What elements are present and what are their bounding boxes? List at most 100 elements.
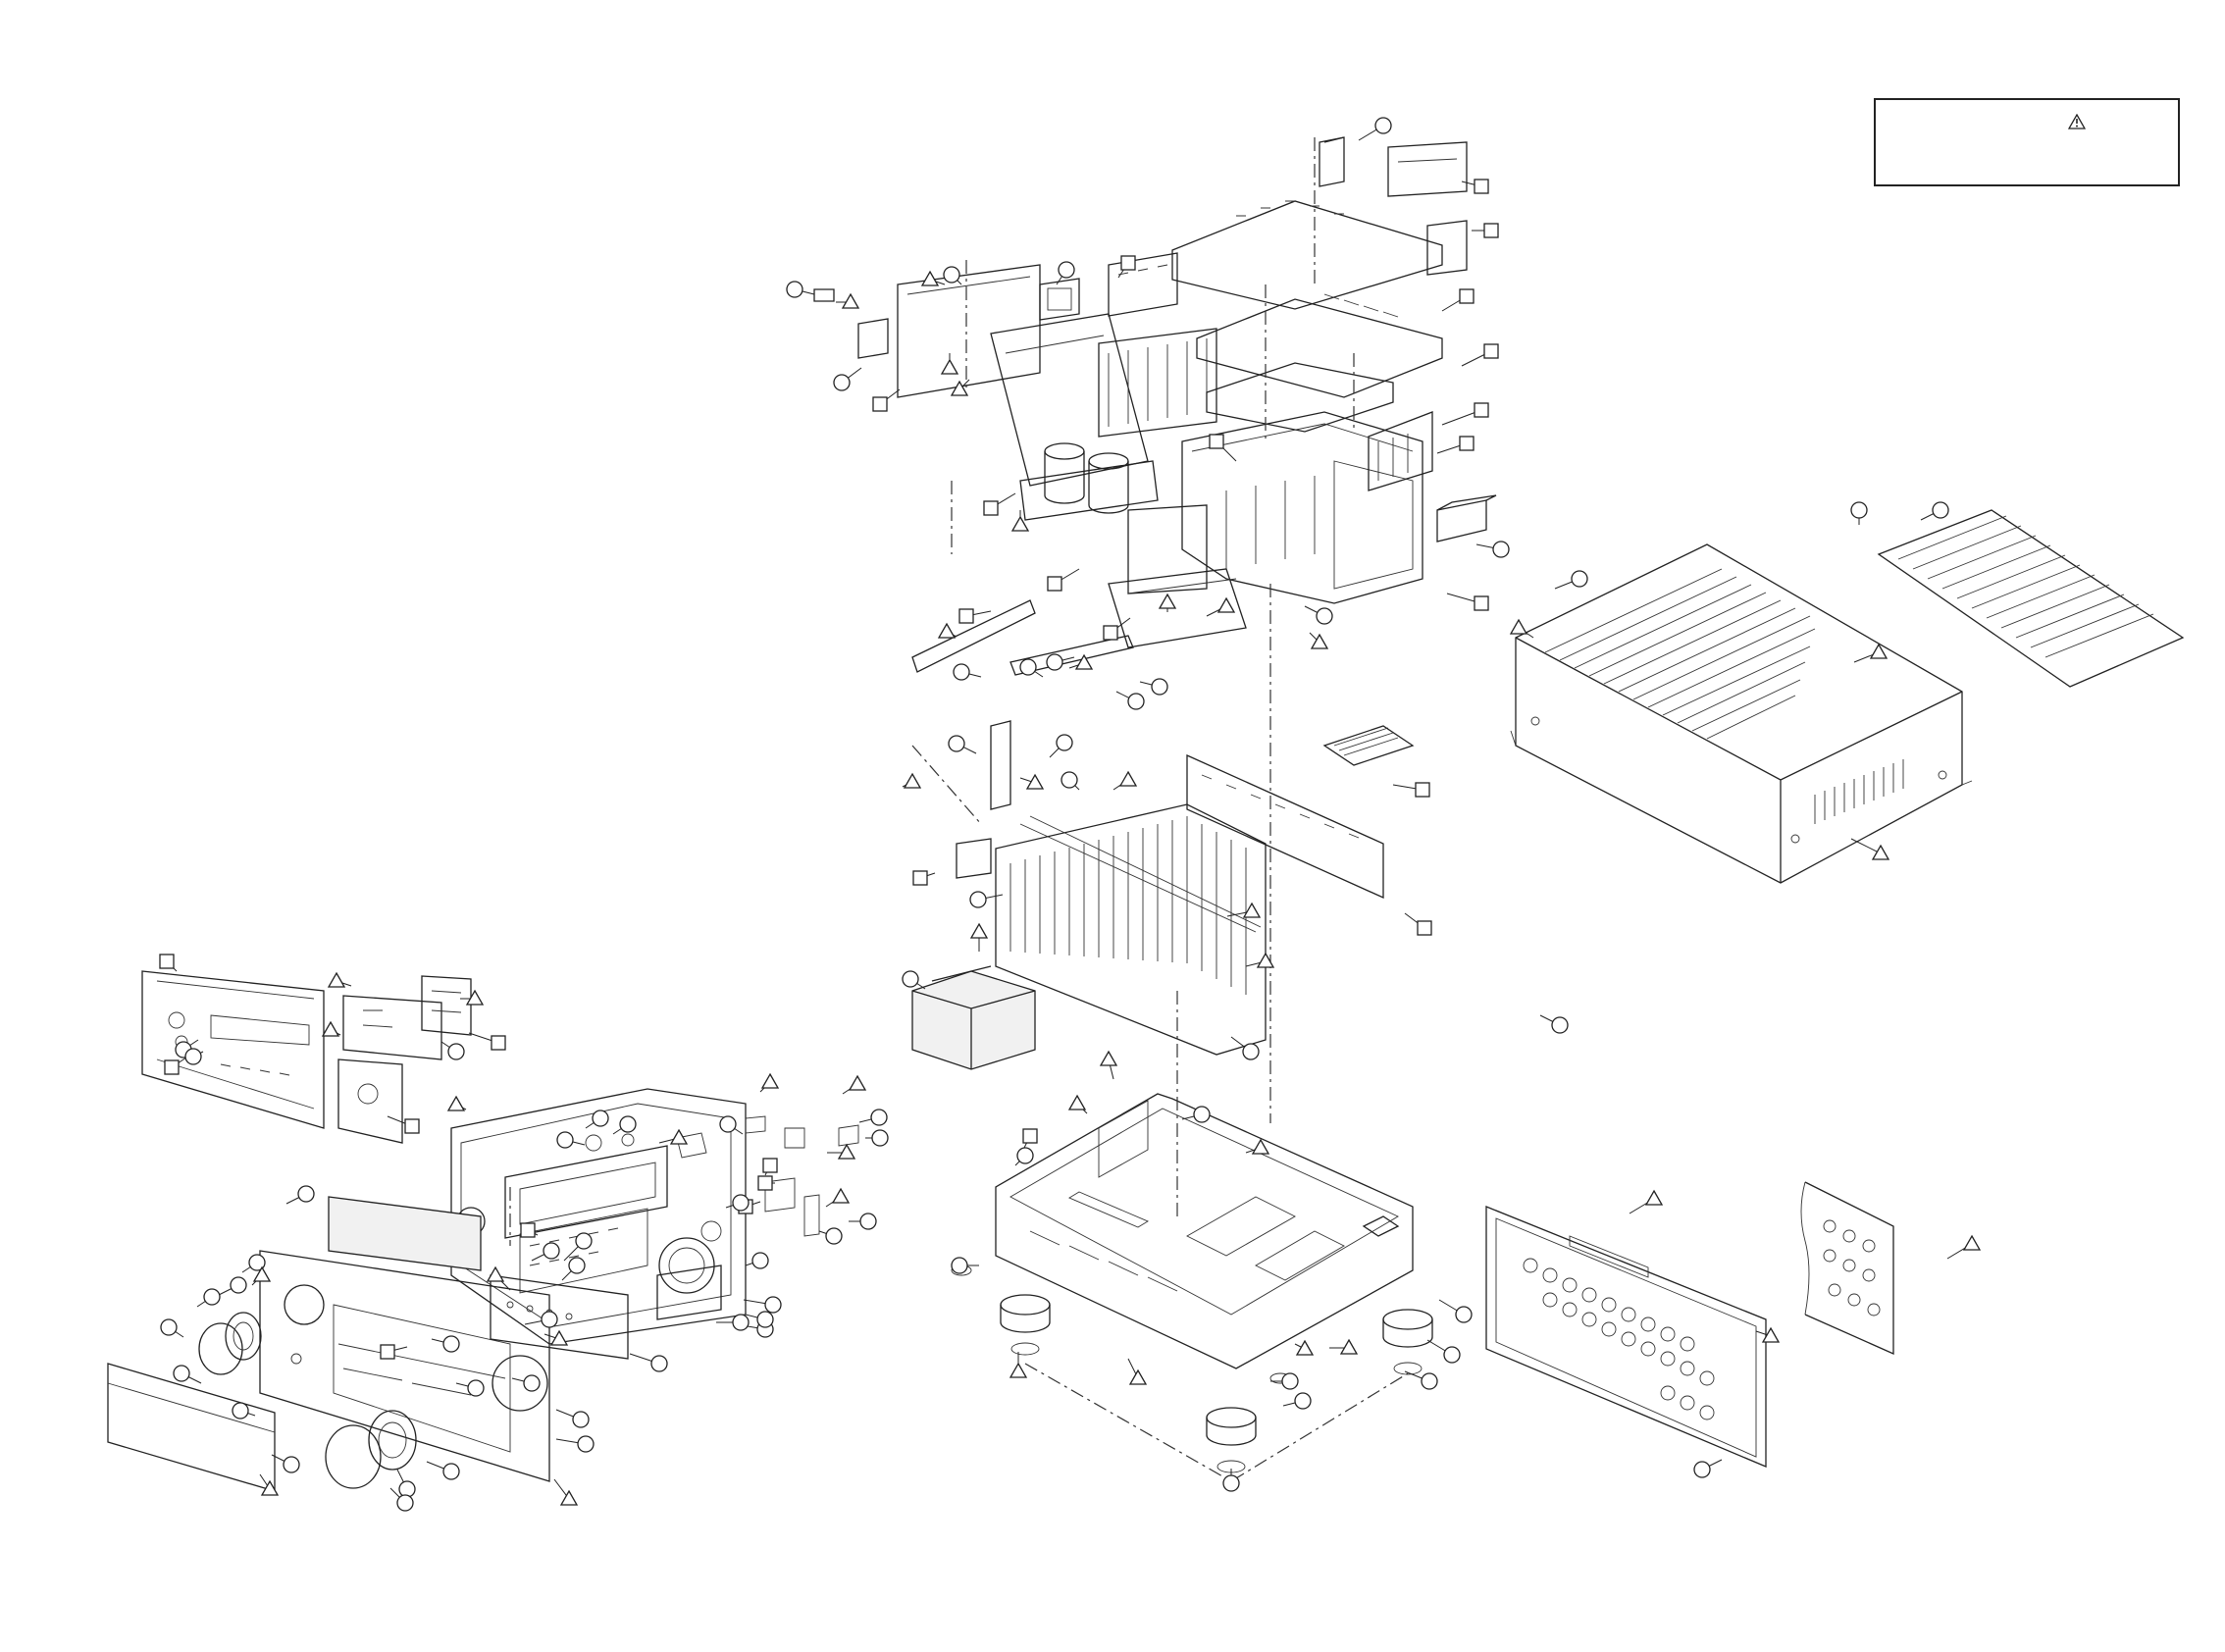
callout-triangle [1646, 1191, 1662, 1205]
callout-triangle [561, 1491, 577, 1505]
callout-circle [733, 1315, 749, 1330]
callout-triangle [1160, 594, 1175, 608]
callout-circle [970, 892, 986, 907]
callout-circle [834, 375, 850, 390]
callout-square [1484, 344, 1498, 358]
callout-circle [872, 1130, 888, 1146]
callout-circle [233, 1403, 248, 1419]
capacitor-pair [1045, 443, 1128, 513]
callout-circle [185, 1049, 201, 1064]
callout-triangle [971, 924, 987, 938]
callout-triangle [922, 272, 938, 285]
amplifier-heatsink [912, 600, 1413, 1069]
callout-circle [1059, 262, 1074, 278]
callout-triangle [1873, 846, 1889, 859]
callout-circle [944, 267, 959, 283]
legend-box [1874, 98, 2180, 186]
callout-square [1023, 1129, 1037, 1143]
callout-circle [1295, 1393, 1311, 1409]
callout-triangle [839, 1145, 854, 1159]
callout-triangle [942, 360, 957, 374]
callout-triangle [843, 294, 858, 308]
callout-circle [860, 1213, 876, 1229]
callout-square [1475, 596, 1488, 610]
main-pcb-stack [814, 137, 1496, 647]
callout-triangle [1069, 1096, 1085, 1110]
callout-square [1484, 224, 1498, 237]
callout-circle [204, 1289, 220, 1305]
callout-circle [1017, 1148, 1033, 1163]
front-panel-assembly [108, 971, 858, 1491]
warning-triangle-icon [2068, 114, 2086, 129]
callout-circle [593, 1110, 608, 1126]
callout-circle [752, 1253, 768, 1268]
callout-circle [284, 1457, 299, 1472]
callout-square [1121, 256, 1135, 270]
callout-circle [1444, 1347, 1460, 1363]
callout-circle [443, 1336, 459, 1352]
top-cover [1511, 510, 2183, 883]
callout-circle [1552, 1017, 1568, 1033]
callout-circle [576, 1233, 592, 1249]
callout-circle [443, 1464, 459, 1479]
callout-circle [543, 1243, 559, 1259]
callout-triangle [488, 1267, 503, 1281]
callout-circle [542, 1312, 557, 1327]
callout-triangle [833, 1189, 849, 1203]
callout-circle [1572, 571, 1587, 587]
callout-triangle [762, 1074, 778, 1088]
callout-triangle [1120, 772, 1136, 786]
callout-square [1416, 783, 1429, 797]
callout-triangle [467, 991, 483, 1005]
callout-square [160, 955, 174, 968]
callout-triangle [1253, 1140, 1268, 1154]
callout-circle [1456, 1307, 1472, 1322]
callout-triangle [1012, 517, 1028, 531]
callout-circle [1020, 659, 1036, 675]
callout-square [492, 1036, 505, 1050]
callout-square [984, 501, 998, 515]
callout-markers [160, 118, 1980, 1511]
callout-circle [1317, 608, 1332, 624]
callout-circle [1152, 679, 1167, 695]
callout-circle [954, 664, 969, 680]
callout-circle [231, 1277, 246, 1293]
callout-square [1048, 577, 1061, 591]
callout-leader [1851, 839, 1881, 853]
callout-triangle [1341, 1340, 1357, 1354]
callout-square [1210, 435, 1223, 448]
callout-circle [573, 1412, 589, 1427]
callout-circle [720, 1116, 736, 1132]
callout-square [521, 1223, 535, 1237]
callout-triangle [1964, 1236, 1980, 1250]
callout-square [758, 1176, 772, 1190]
callout-circle [952, 1258, 967, 1273]
callout-triangle [850, 1076, 865, 1090]
callout-triangle [1101, 1052, 1116, 1065]
callout-circle [1057, 735, 1072, 750]
callout-triangle [448, 1097, 464, 1110]
callout-triangle [671, 1130, 687, 1144]
callout-circle [1061, 772, 1077, 788]
callout-triangle [1297, 1341, 1313, 1355]
callout-circle [1223, 1475, 1239, 1491]
foot-rear-right [1383, 1310, 1432, 1374]
callout-triangle [1130, 1370, 1146, 1384]
callout-circle [1128, 694, 1144, 709]
callout-circle [949, 736, 964, 751]
callout-circle [448, 1044, 464, 1059]
callout-circle [765, 1297, 781, 1313]
callout-triangle [551, 1331, 567, 1345]
volume-knob [199, 1313, 261, 1374]
callout-square [959, 609, 973, 623]
callout-triangle [1218, 598, 1234, 612]
callout-square [165, 1060, 179, 1074]
callout-triangle [1511, 620, 1526, 634]
callout-circle [524, 1375, 540, 1391]
callout-circle [620, 1116, 636, 1132]
callout-triangle [1010, 1364, 1026, 1377]
assembly-guide-lines [510, 137, 1354, 1246]
callout-square [913, 871, 927, 885]
callout-circle [468, 1380, 484, 1396]
